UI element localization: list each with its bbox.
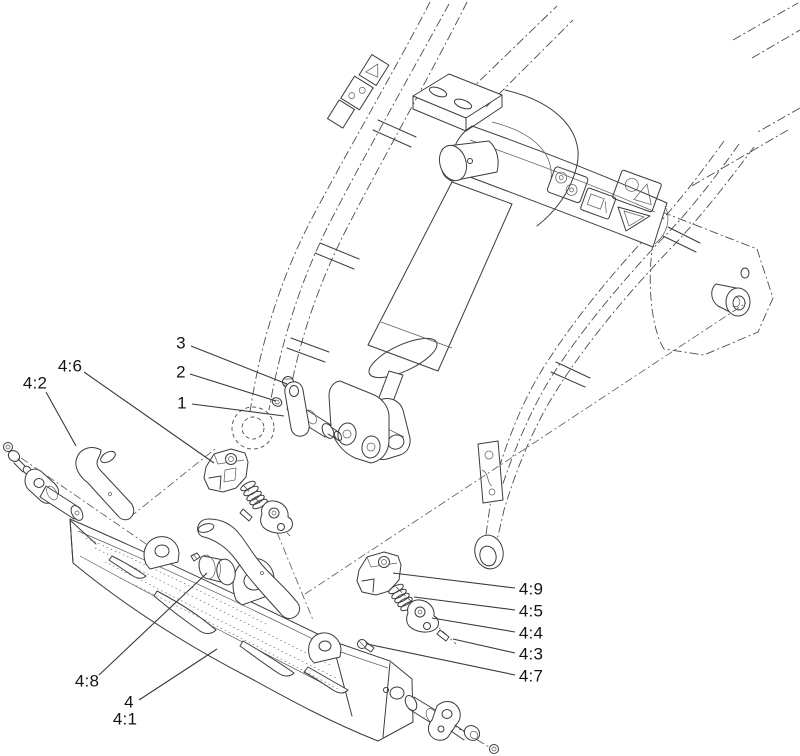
latch-link-rod xyxy=(197,519,299,618)
chassis-phantom-lines xyxy=(468,3,800,187)
leader-line-4-9 xyxy=(393,573,515,588)
callout-3: 3 xyxy=(176,333,186,353)
latch-cam-right xyxy=(407,600,439,632)
callout-1: 1 xyxy=(177,393,187,413)
leader-line-2 xyxy=(190,374,276,401)
arm-pivot-boss xyxy=(712,284,750,316)
leader-line-4-5 xyxy=(414,597,515,610)
plate-ear-front xyxy=(144,537,179,569)
latch-body-right xyxy=(357,552,401,595)
leader-line-4-6 xyxy=(84,372,214,463)
leader-line-4-3 xyxy=(453,639,515,653)
callout-4-2: 4:2 xyxy=(22,373,48,393)
leader-line-3 xyxy=(191,346,287,384)
callout-4-7: 4:7 xyxy=(518,666,544,686)
callout-4-6: 4:6 xyxy=(57,356,83,376)
callout-2: 2 xyxy=(176,362,186,382)
leader-line-4-8 xyxy=(99,573,207,675)
leader-lines xyxy=(46,346,515,700)
arm-decal-strip xyxy=(478,441,503,503)
pivot-pin-assembly-right xyxy=(403,694,499,754)
leader-line-4-7 xyxy=(367,644,515,675)
loader-arm-left-phantom xyxy=(232,2,467,449)
callout-4-3: 4:3 xyxy=(518,644,544,664)
latch-roll-pin-right xyxy=(437,630,449,641)
callout-4-1: 4:1 xyxy=(112,709,138,729)
screw-item-47 xyxy=(358,640,375,653)
set-screw xyxy=(191,553,200,561)
callout-4-9: 4:9 xyxy=(518,579,544,599)
callout-4-4: 4:4 xyxy=(518,623,544,643)
callout-4-5: 4:5 xyxy=(518,601,544,621)
pivot-pin-assembly-left xyxy=(4,443,86,523)
washer-item-2 xyxy=(271,396,284,408)
leader-line-4-4 xyxy=(432,618,515,632)
latch-body-left xyxy=(204,449,248,492)
pivot-pin-item-1 xyxy=(285,382,343,442)
loader-arm-right-phantom xyxy=(471,141,773,572)
warning-decals xyxy=(328,55,662,231)
plate-ear-rear xyxy=(309,633,341,663)
latch-roll-pin-left xyxy=(240,509,252,521)
latch-cam-left xyxy=(261,501,293,533)
bushing-item-48 xyxy=(197,554,238,587)
callout-4: 4 xyxy=(124,692,134,712)
leader-line-4-2 xyxy=(46,392,76,446)
callout-4-8: 4:8 xyxy=(74,671,100,691)
leader-line-4 xyxy=(139,649,217,700)
latch-spring-left xyxy=(239,479,268,510)
leader-line-1 xyxy=(192,404,284,416)
cross-tube xyxy=(413,74,668,247)
latch-handle-item-42 xyxy=(76,448,134,520)
link-fork xyxy=(329,381,389,463)
